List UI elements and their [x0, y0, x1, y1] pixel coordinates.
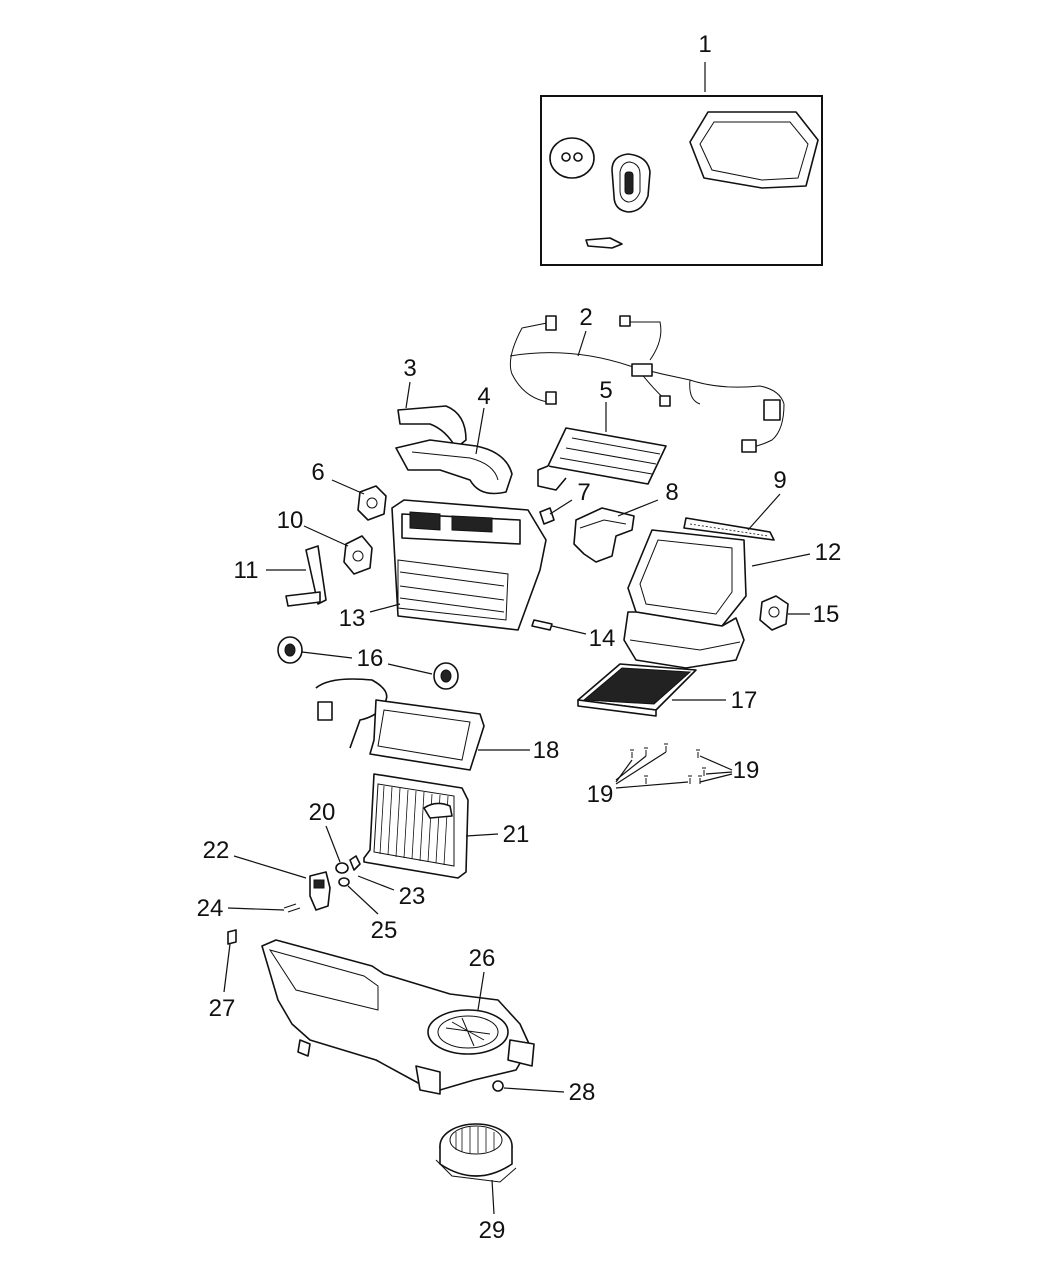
part-26-lower-housing[interactable]	[261, 939, 535, 1095]
callout-8: 8	[665, 479, 678, 506]
part-29-blower-motor[interactable]	[435, 1123, 517, 1183]
callout-21: 21	[503, 821, 530, 848]
part-9-seal-strip[interactable]	[683, 517, 775, 541]
part-15-actuator[interactable]	[759, 595, 789, 631]
callout-4: 4	[477, 383, 490, 410]
callout-27: 27	[209, 995, 236, 1022]
part-7-sensor[interactable]	[539, 507, 555, 525]
callout-24: 24	[197, 895, 224, 922]
callout-28: 28	[569, 1079, 596, 1106]
callout-19-left: 19	[587, 781, 614, 808]
callout-23: 23	[399, 883, 426, 910]
callout-16: 16	[357, 645, 384, 672]
leader-lines	[223, 62, 811, 1215]
part-25-o-ring[interactable]	[338, 877, 350, 887]
callout-11: 11	[234, 557, 259, 584]
callout-2: 2	[579, 304, 592, 331]
part-12-housing[interactable]	[623, 529, 747, 669]
callout-7: 7	[577, 479, 590, 506]
callout-14: 14	[589, 625, 616, 652]
part-11-bracket[interactable]	[285, 545, 327, 607]
callout-19-right: 19	[733, 757, 760, 784]
part-16-plug-right[interactable]	[433, 662, 459, 690]
part-24-bolts[interactable]	[283, 903, 301, 913]
callout-3: 3	[403, 355, 416, 382]
part-8-bracket[interactable]	[573, 507, 635, 563]
part-20-o-ring[interactable]	[335, 862, 349, 874]
callout-18: 18	[533, 737, 560, 764]
callout-25: 25	[371, 917, 398, 944]
part-16-plug-left[interactable]	[277, 636, 303, 664]
part-2-wiring-harness[interactable]	[509, 315, 785, 453]
part-22-expansion-valve[interactable]	[309, 871, 331, 911]
callout-5: 5	[599, 377, 612, 404]
callout-13: 13	[339, 605, 366, 632]
part-19-screws[interactable]	[630, 743, 706, 784]
part-17-cabin-filter[interactable]	[577, 663, 697, 717]
part-5-heater-core[interactable]	[537, 427, 667, 491]
callout-17: 17	[731, 687, 758, 714]
callout-15: 15	[813, 601, 840, 628]
callout-9: 9	[773, 467, 786, 494]
callout-29: 29	[479, 1217, 506, 1244]
callout-20: 20	[309, 799, 336, 826]
part-21-evaporator-core[interactable]	[363, 773, 469, 879]
part-14-sensor[interactable]	[531, 619, 553, 631]
callout-12: 12	[815, 539, 842, 566]
part-10-actuator[interactable]	[343, 535, 373, 575]
callout-26: 26	[469, 945, 496, 972]
callout-6: 6	[311, 459, 324, 486]
part-18-evaporator-frame[interactable]	[315, 678, 485, 771]
part-13-main-case[interactable]	[391, 499, 547, 631]
part-23-o-ring[interactable]	[349, 855, 361, 871]
part-27-clip[interactable]	[227, 929, 237, 945]
part-6-actuator[interactable]	[357, 485, 387, 521]
callout-labels: 1 2 3 4 5 6 7 8 9 10 11 12 13 14 15 16 1…	[197, 31, 842, 1244]
callout-10: 10	[277, 507, 304, 534]
part-1-seal-kit[interactable]	[540, 95, 823, 266]
part-28-screw[interactable]	[492, 1080, 504, 1092]
callout-22: 22	[203, 837, 230, 864]
part-4-duct-lower[interactable]	[395, 439, 513, 495]
callout-1: 1	[698, 31, 711, 58]
